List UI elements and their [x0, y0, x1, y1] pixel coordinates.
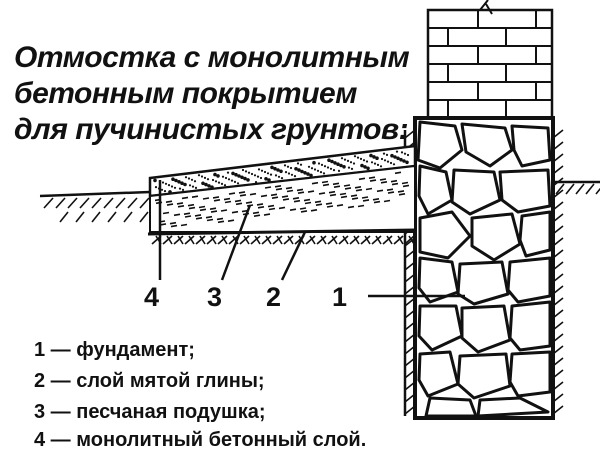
- legend-item-3: 3 — песчаная подушка;: [34, 401, 266, 423]
- leader-3: [220, 204, 252, 281]
- sand-cushion-layer: [149, 164, 416, 233]
- title-line-2: бетонным покрытием: [14, 77, 357, 110]
- clay-base: [147, 228, 416, 236]
- ground-surface: [39, 180, 600, 198]
- callout-number-2: 2: [266, 282, 282, 312]
- brick-wall: [426, 8, 554, 124]
- blind-area-layers: [147, 144, 417, 245]
- legend-item-1: 1 — фундамент;: [34, 339, 195, 361]
- soil-hatching: [43, 183, 600, 223]
- stone-foundation: [413, 116, 555, 420]
- title-line-1: Отмостка с монолитным: [14, 41, 410, 74]
- callout-number-3: 3: [207, 282, 223, 312]
- leader-2: [280, 231, 307, 281]
- concrete-texture: [153, 150, 410, 194]
- title-line-3: для пучинистых грунтов:: [14, 113, 409, 146]
- callout-number-1: 1: [332, 282, 348, 312]
- legend-item-4: 4 — монолитный бетонный слой.: [34, 429, 367, 451]
- legend-item-2: 2 — слой мятой глины;: [34, 370, 265, 392]
- sand-texture: [154, 171, 410, 228]
- soil-hatch-under: [151, 235, 415, 245]
- leader-lines: [158, 180, 465, 298]
- callout-number-4: 4: [144, 282, 160, 312]
